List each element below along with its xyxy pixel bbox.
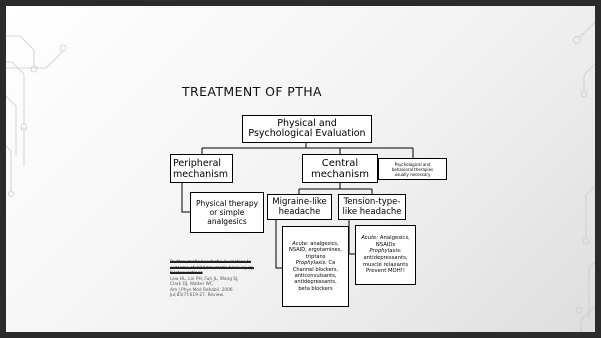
central-line1: Central	[321, 157, 359, 169]
peripheral-line1: Peripheral	[173, 157, 222, 169]
tension-acute-text: Analgesics,	[378, 235, 410, 242]
psych-line2: behavioral therapies	[391, 166, 434, 172]
migraine-treatment-box: Acute: analgesics, NSAID, ergotamines, t…	[282, 226, 349, 307]
psych-line3: usually necessary	[394, 171, 431, 177]
migraine-acute-cont2: triptans	[305, 253, 326, 260]
evaluation-line2: Psychological Evaluation	[248, 128, 366, 139]
migraine-prophylaxis-cont2: anticonvulsants,	[294, 272, 337, 279]
tension-prophylaxis-label: Prophylaxis:	[369, 248, 402, 255]
migraine-acute-line: Acute: analgesics,	[292, 241, 338, 247]
reference-struck-line2: outcome of mild traumatic brain injury.	[170, 265, 254, 271]
evaluation-line1: Physical and	[277, 117, 337, 129]
psych-line1: Psychological and	[394, 161, 431, 167]
migraine-headache-box: Migraine-like headache	[267, 194, 332, 220]
connector-migraine-to-detail	[275, 220, 282, 269]
central-line2: mechanism	[311, 168, 369, 180]
reference-line2: Clark DJ, Walker WC	[170, 282, 213, 288]
migraine-acute-label: Acute:	[292, 241, 309, 248]
connector-peripheral-to-physical	[181, 183, 190, 213]
migraine-acute-cont1: NSAID, ergotamines,	[289, 247, 342, 254]
evaluation-box: Physical and Psychological Evaluation	[242, 115, 372, 143]
slide: TREATMENT OF PTHA Physical and Psycholog…	[6, 6, 595, 332]
migraine-line2: headache	[278, 207, 321, 217]
tension-headache-box: Tension-type- like headache	[338, 194, 406, 220]
peripheral-mechanism-box: Peripheral mechanism	[170, 154, 233, 183]
tension-prophylaxis-cont1: antidepressants,	[363, 255, 408, 261]
migraine-prophylaxis-cont4: beta blockers	[298, 285, 333, 292]
migraine-prophylaxis-line: Prophylaxis: Ca	[296, 260, 335, 266]
reference-struck-line1: Posttraumatic headache in relation to	[170, 260, 252, 265]
migraine-prophylaxis-label: Prophylaxis:	[295, 260, 327, 267]
physical-line1: Physical therapy	[195, 199, 259, 208]
reference-line3: Am J Phys Med Rehabil. 2006	[170, 287, 233, 293]
physical-line2: or simple	[209, 208, 245, 217]
peripheral-line2: mechanism	[173, 168, 229, 180]
tension-acute-cont1: NSAIDs	[375, 241, 396, 248]
reference-citation: Posttraumatic headache in relation to ou…	[170, 260, 260, 299]
migraine-line1: Migraine-like	[272, 197, 327, 207]
migraine-prophylaxis-cont3: antidepressants,	[294, 279, 337, 286]
tension-treatment-box: Acute: Analgesics, NSAIDs Prophylaxis: a…	[355, 225, 416, 285]
flowchart-connectors	[181, 143, 414, 269]
reference-line1: Lew HL, Lin PH, Fuh JL, Wang SJ,	[170, 276, 239, 282]
tension-prevent-moh: Prevent MOH!!	[366, 268, 405, 275]
tension-acute-label: Acute:	[361, 235, 379, 242]
physical-therapy-box: Physical therapy or simple analgesics	[190, 192, 264, 233]
tension-line2: like headache	[342, 207, 402, 217]
circuit-decoration	[6, 21, 595, 332]
reference-struck-line3: 8 Interventions	[170, 271, 203, 277]
psychological-therapy-box: Psychological and behavioral therapies u…	[378, 158, 447, 180]
central-mechanism-box: Central mechanism	[302, 154, 378, 183]
reference-line4: Jul;85(7):619-27. Review.	[170, 293, 224, 299]
slide-title: TREATMENT OF PTHA	[182, 84, 323, 99]
connector-tension-to-detail	[348, 220, 355, 255]
migraine-acute-text: analgesics,	[308, 241, 339, 248]
tension-prophylaxis-cont2: muscle relaxants	[362, 261, 409, 268]
physical-line3: analgesics	[207, 217, 247, 226]
tension-line1: Tension-type-	[343, 197, 401, 207]
tension-acute-line: Acute: Analgesics,	[361, 235, 410, 242]
migraine-prophylaxis-text: Ca	[326, 260, 336, 267]
migraine-prophylaxis-cont1: Channel blockers,	[292, 266, 339, 273]
